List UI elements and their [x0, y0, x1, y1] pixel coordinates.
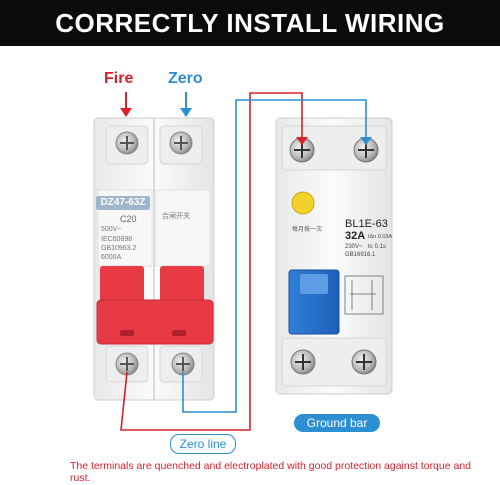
rcd-trip-current: IΔn 0.03A — [368, 234, 393, 240]
breaker-rating: C20 — [120, 214, 137, 224]
rcd-current: 32A — [345, 230, 366, 242]
breaker-standard-1: IEC60898 — [101, 236, 133, 243]
fire-arrow — [120, 92, 132, 117]
banner-title: CORRECTLY INSTALL WIRING — [55, 8, 445, 38]
rcd-model: BL1E-63 — [345, 218, 388, 230]
zero-arrow — [180, 92, 192, 117]
breaker-capacity: 6000A — [101, 254, 122, 261]
rcd-test-note: 每月按一次 — [292, 227, 323, 233]
ground-bar-label: Ground bar — [294, 414, 380, 432]
rcd-trip-time: t≤ 0.1s — [368, 244, 386, 250]
zero-line-label: Zero line — [170, 434, 236, 454]
zero-wire — [182, 99, 367, 413]
breaker-standard-2: GB10963.2 — [101, 245, 137, 252]
rcd-standard: GB16916.1 — [345, 252, 376, 258]
zero-label: Zero — [168, 70, 203, 87]
circuit-schematic-icon — [344, 275, 384, 315]
rcd-voltage: 230V~ — [345, 244, 363, 250]
footer-note: The terminals are quenched and electropl… — [70, 460, 472, 484]
fire-wire — [120, 92, 303, 431]
test-button-icon — [291, 191, 315, 215]
breaker-voltage: 500V~ — [101, 226, 122, 233]
fire-label: Fire — [104, 70, 134, 87]
breaker-switch-note: 合闸开关 — [162, 213, 190, 220]
title-banner: CORRECTLY INSTALL WIRING — [0, 0, 500, 46]
circuit-breaker — [93, 117, 215, 401]
breaker-model: DZ47-63Z — [100, 197, 146, 208]
